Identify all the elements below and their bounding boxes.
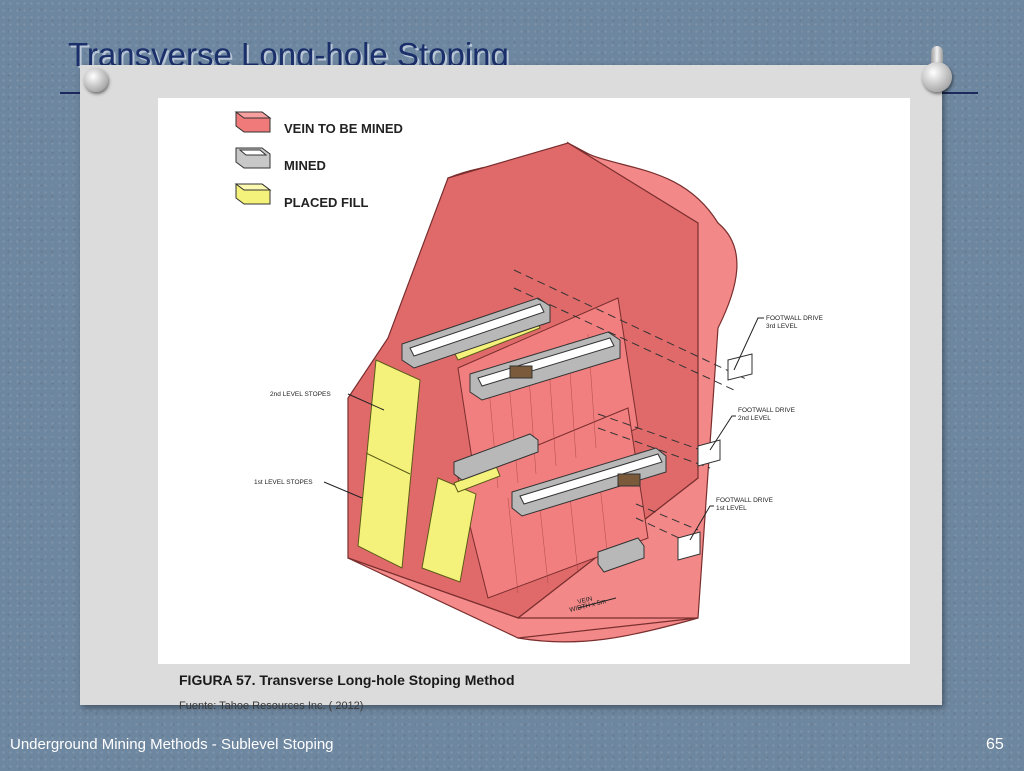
callout-stopes-2: 2nd LEVEL STOPES [270,391,331,398]
pushpin-icon [84,68,108,92]
legend: VEIN TO BE MINED MINED PLACED FILL [234,111,403,210]
legend-label-vein: VEIN TO BE MINED [284,121,403,136]
callout-footwall-3-line1: FOOTWALL DRIVE [766,315,824,322]
callout-footwall-2-line2: 2nd LEVEL [738,415,771,422]
callout-footwall-2-line1: FOOTWALL DRIVE [738,407,796,414]
leader-lines [323,317,764,609]
figure-source: Fuente: Tahoe Resources Inc. ( 2012) [179,700,364,712]
stoping-diagram: VEIN TO BE MINED MINED PLACED FILL [158,98,910,664]
stoping-diagram-svg: VEIN TO BE MINED MINED PLACED FILL [234,111,824,643]
callout-footwall-1-line2: 1st LEVEL [716,505,747,512]
callout-footwall-1-line1: FOOTWALL DRIVE [716,497,774,504]
legend-label-fill: PLACED FILL [284,195,369,210]
page-number: 65 [986,736,1004,753]
legend-item-fill: PLACED FILL [234,183,369,210]
pushpin-icon [922,62,952,92]
figure-caption: FIGURA 57. Transverse Long-hole Stoping … [179,672,515,688]
callouts: FOOTWALL DRIVE 3rd LEVEL FOOTWALL DRIVE … [254,315,824,614]
mined-drives [401,297,667,573]
footwall-drive-ends [677,353,753,561]
legend-item-mined: MINED [235,147,326,173]
callout-vein-line1: VEIN [577,595,594,606]
legend-label-mined: MINED [284,158,326,173]
callout-footwall-3-line2: 3rd LEVEL [766,323,798,330]
slide-footer: Underground Mining Methods - Sublevel St… [10,736,334,753]
callout-stopes-1: 1st LEVEL STOPES [254,479,313,486]
legend-item-vein: VEIN TO BE MINED [234,111,403,136]
